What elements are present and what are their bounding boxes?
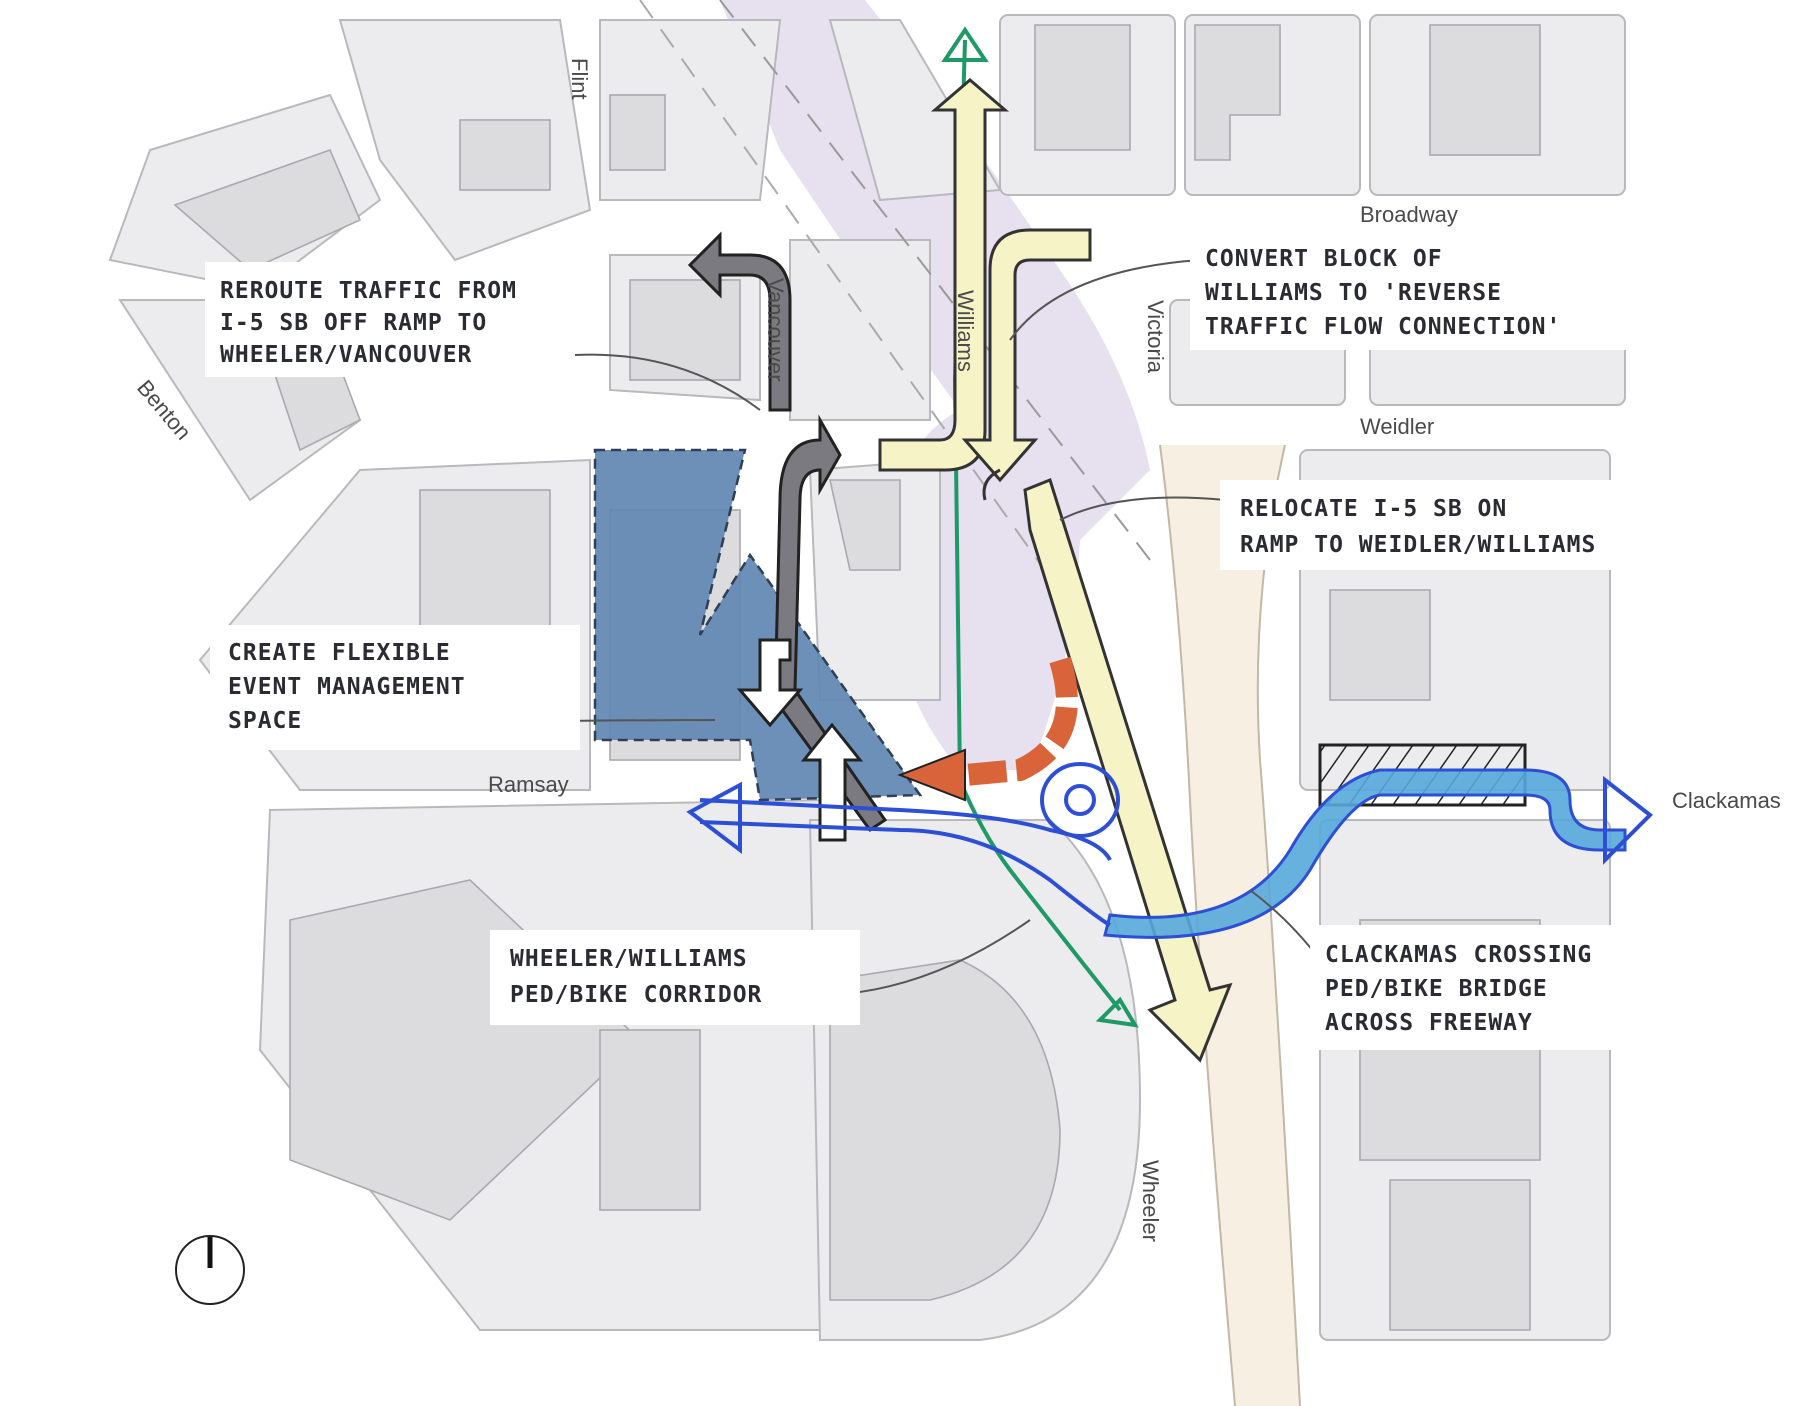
street-label-broadway: Broadway xyxy=(1360,202,1458,227)
white-arrow-down xyxy=(736,638,804,728)
yellow-arrow-north xyxy=(878,78,1010,472)
north-arrow-icon xyxy=(175,1235,245,1305)
event-management-space xyxy=(593,448,923,802)
annotation-convert: CONVERT BLOCK OF WILLIAMS TO 'REVERSE TR… xyxy=(1190,230,1640,350)
annotation-event: CREATE FLEXIBLE EVENT MANAGEMENT SPACE xyxy=(210,625,580,750)
annotation-reroute: REROUTE TRAFFIC FROM I-5 SB OFF RAMP TO … xyxy=(205,262,575,377)
street-label-vancouver: Vancouver xyxy=(763,278,788,382)
building xyxy=(459,119,551,191)
street-label-clackamas: Clackamas xyxy=(1672,788,1781,813)
building xyxy=(829,479,901,571)
orange-loop-arrow xyxy=(897,656,1078,802)
street-label-victoria: Victoria xyxy=(1143,300,1168,374)
annotation-crossing: CLACKAMAS CROSSING PED/BIKE BRIDGE ACROS… xyxy=(1310,925,1740,1050)
note-line: EVENT MANAGEMENT xyxy=(228,674,466,700)
gray-arrow-north xyxy=(687,231,792,412)
building xyxy=(173,148,362,271)
green-arrow-south xyxy=(1095,996,1139,1028)
street-label-flint: Flint xyxy=(567,58,592,100)
note-line: SPACE xyxy=(228,708,302,734)
orange-loop xyxy=(964,656,1078,786)
building xyxy=(1194,24,1281,161)
note-line: TRAFFIC FLOW CONNECTION' xyxy=(1205,314,1561,340)
annotation-corridor: WHEELER/WILLIAMS PED/BIKE CORRIDOR xyxy=(490,930,860,1025)
note-line: CONVERT BLOCK OF xyxy=(1205,246,1443,272)
yellow-arrow-south xyxy=(961,228,1092,483)
note-line: I-5 SB OFF RAMP TO xyxy=(220,310,487,336)
leader-reroute xyxy=(574,353,761,411)
ramp-curve xyxy=(982,468,1001,501)
dashed-alignment xyxy=(639,0,1081,621)
note-box xyxy=(210,625,580,750)
note-line: CREATE FLEXIBLE xyxy=(228,640,451,666)
note-line: WHEELER/VANCOUVER xyxy=(220,342,472,368)
building xyxy=(1329,589,1431,701)
ramp-overlay xyxy=(720,0,1150,770)
note-line: CLACKAMAS CROSSING xyxy=(1325,942,1592,968)
route-loop xyxy=(1064,784,1096,816)
block xyxy=(789,239,931,421)
note-line: REROUTE TRAFFIC FROM xyxy=(220,278,517,304)
street-label-ramsay: Ramsay xyxy=(488,772,569,797)
leader-convert xyxy=(1009,259,1201,341)
blue-arrow-east xyxy=(1603,775,1654,865)
building xyxy=(1034,24,1131,151)
route-loop xyxy=(1040,762,1120,838)
street-label-williams: Williams xyxy=(953,290,978,372)
note-line: WILLIAMS TO 'REVERSE xyxy=(1205,280,1502,306)
note-box xyxy=(1310,925,1740,1050)
note-line: RAMP TO WEIDLER/WILLIAMS xyxy=(1240,532,1596,558)
gray-arrow-reroute xyxy=(773,414,888,833)
building xyxy=(609,94,666,171)
street-label-weidler: Weidler xyxy=(1360,414,1434,439)
note-box xyxy=(205,262,575,377)
blue-arrow-west xyxy=(686,781,742,855)
building xyxy=(629,279,741,381)
note-line: ACROSS FREEWAY xyxy=(1325,1010,1533,1036)
dashed-alignment xyxy=(719,0,1151,561)
note-box xyxy=(1190,230,1640,350)
leader-relocate xyxy=(1059,496,1226,521)
annotation-relocate: RELOCATE I-5 SB ON RAMP TO WEIDLER/WILLI… xyxy=(1220,480,1720,570)
note-box xyxy=(490,930,860,1025)
orange-arrow-head xyxy=(897,748,966,802)
building xyxy=(599,1029,701,1211)
note-line: PED/BIKE BRIDGE xyxy=(1325,976,1548,1002)
note-box xyxy=(1220,480,1720,570)
freeway-edge-west xyxy=(1159,444,1236,1406)
building xyxy=(1389,1179,1531,1331)
clackamas-bridge xyxy=(686,743,1654,939)
ramsay-route xyxy=(699,820,1111,927)
ramsay-route xyxy=(699,798,1112,862)
building xyxy=(1429,24,1541,156)
green-arrow-north xyxy=(941,26,989,62)
building xyxy=(419,489,551,631)
note-line: RELOCATE I-5 SB ON xyxy=(1240,496,1507,522)
ped-bike-path xyxy=(952,39,1122,1012)
note-line: PED/BIKE CORRIDOR xyxy=(510,982,762,1008)
building xyxy=(829,959,1061,1301)
note-line: WHEELER/WILLIAMS xyxy=(510,946,748,972)
street-label-wheeler: Wheeler xyxy=(1138,1160,1163,1242)
